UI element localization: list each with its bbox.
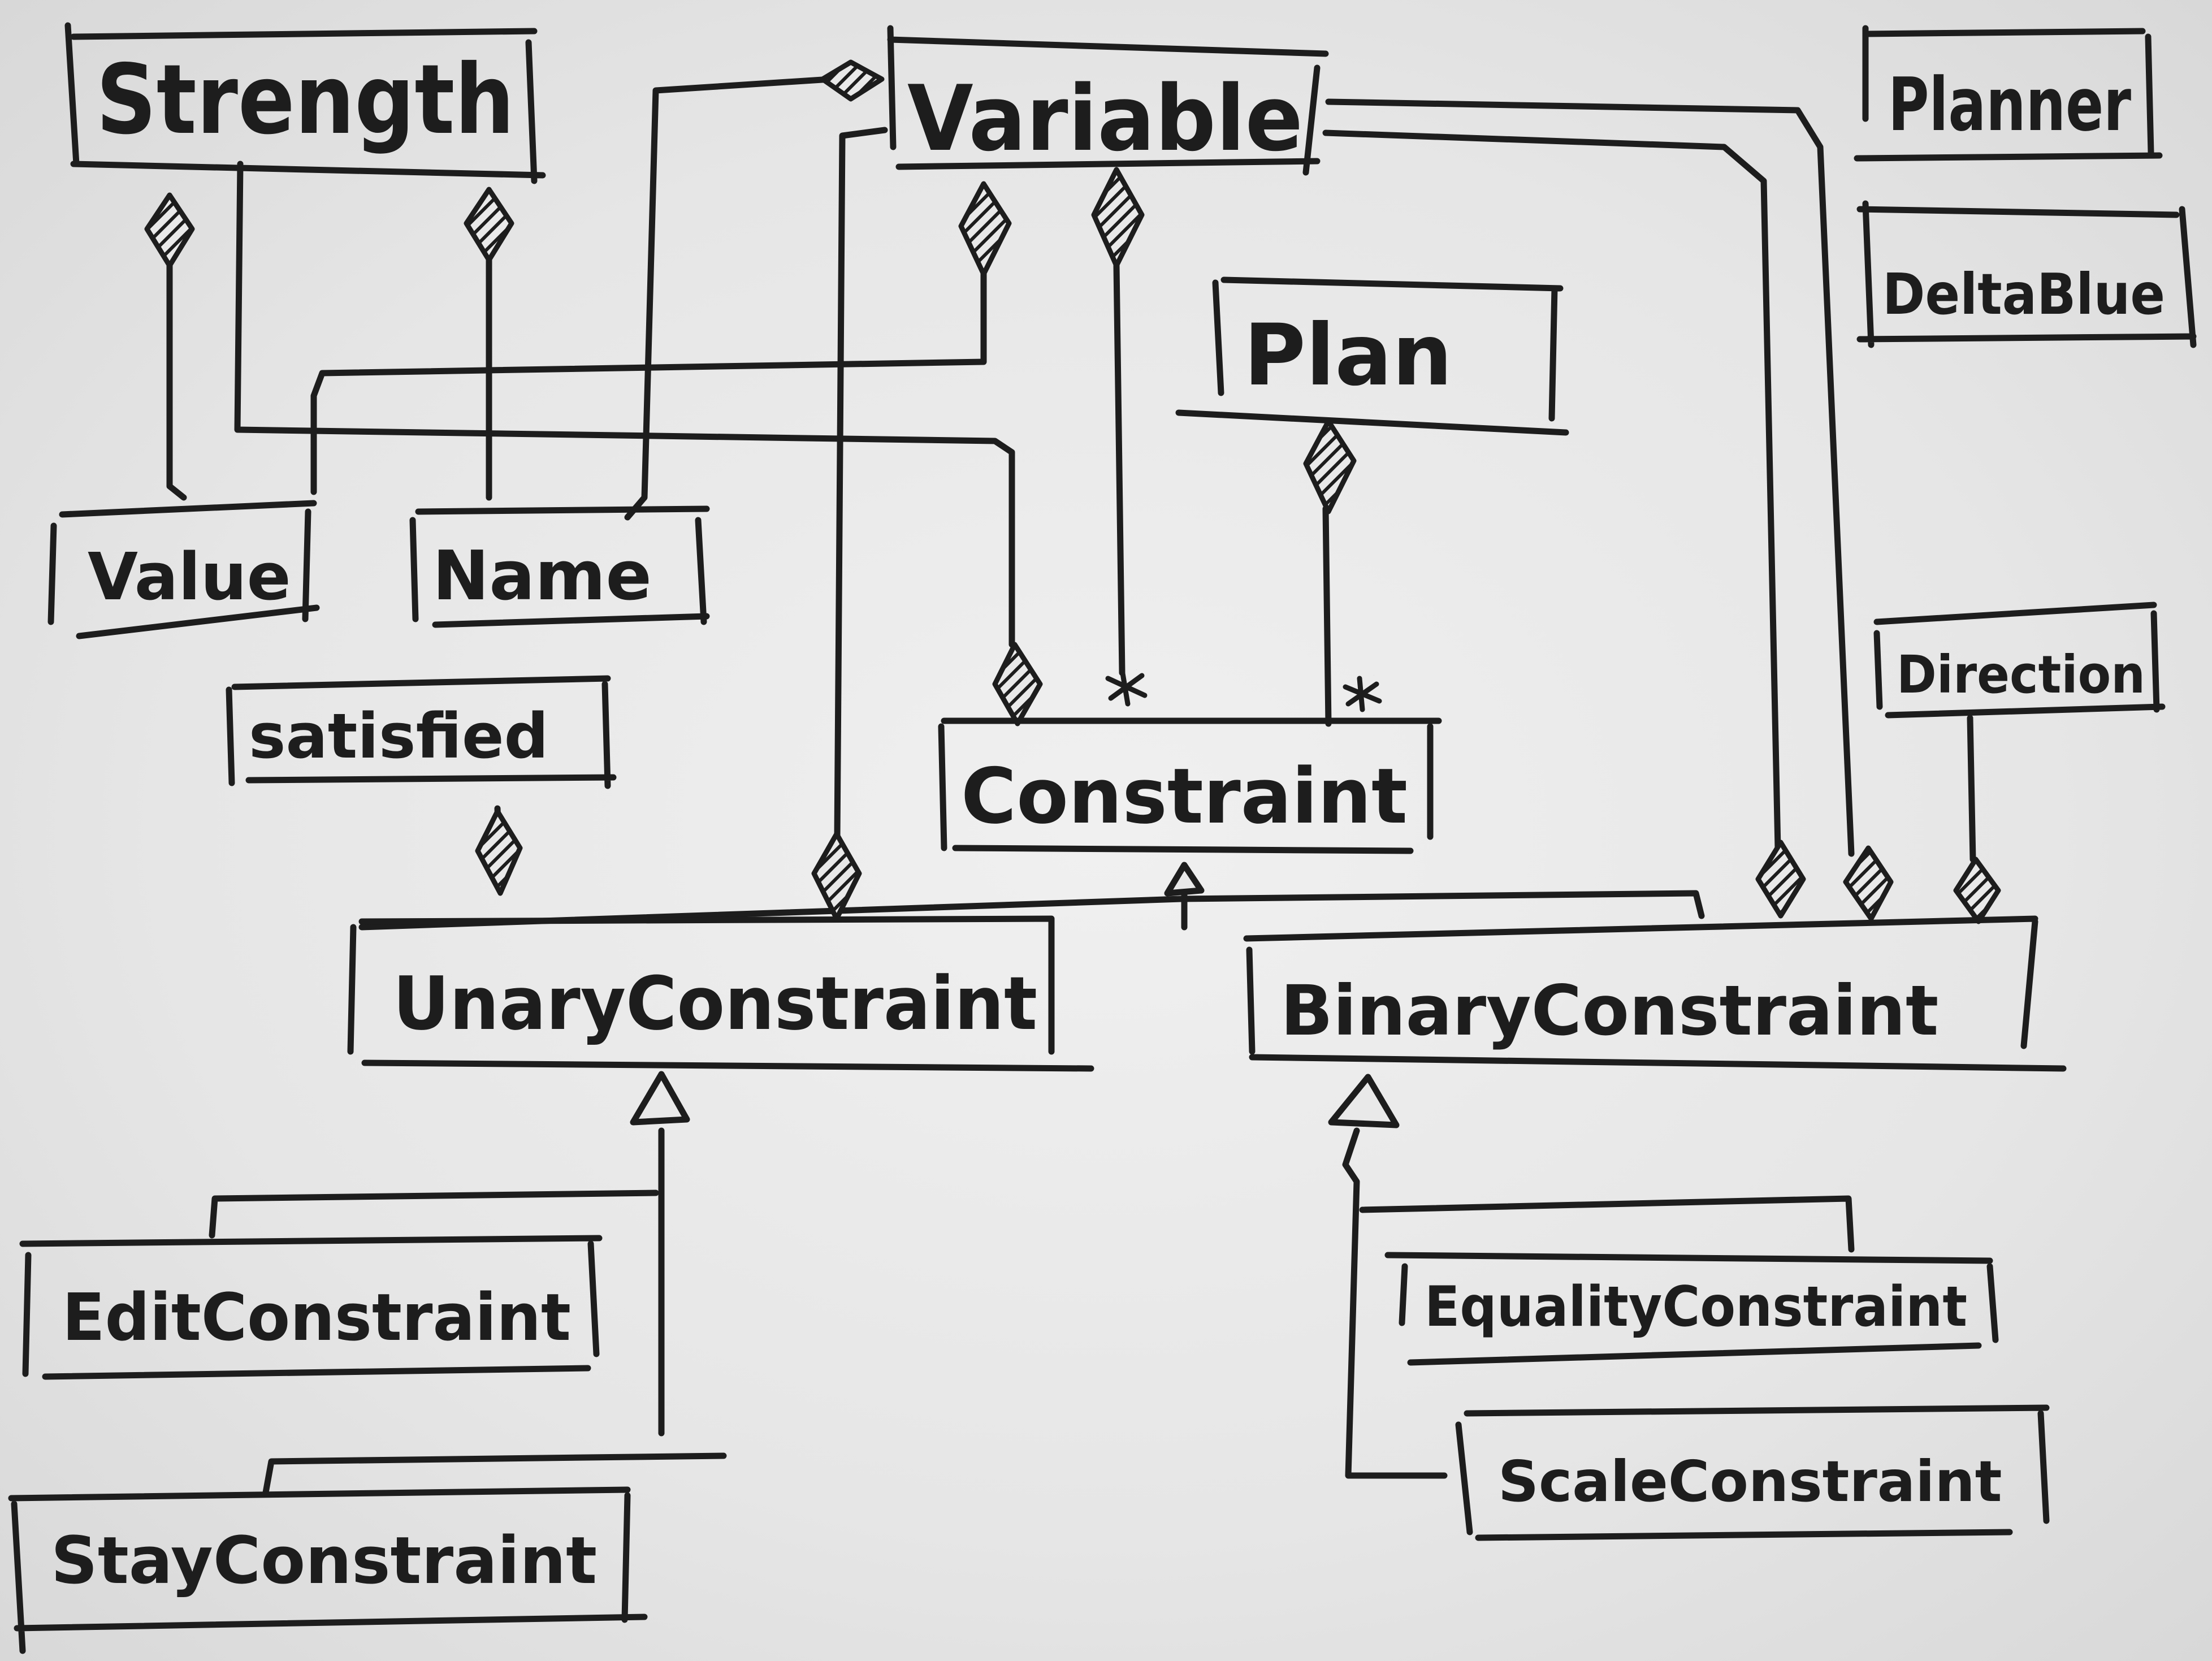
connector-strength-value <box>166 251 187 501</box>
box-constraint <box>938 717 1442 854</box>
diamond-variable-unary <box>811 831 862 922</box>
label-binary-constraint: BinaryConstraint <box>1280 971 1938 1051</box>
connector-binary-equality-branch <box>1359 1195 1855 1253</box>
diamond-satisfied <box>475 808 523 896</box>
connector-variable-unary <box>833 127 888 919</box>
connector-unary-stay-branch <box>262 1452 727 1496</box>
box-stay-constraint <box>8 1486 648 1654</box>
box-satisfied <box>226 675 617 789</box>
box-edit-constraint <box>19 1235 603 1380</box>
box-planner <box>1854 25 2163 162</box>
multiplicity-marks <box>1105 667 1382 712</box>
diamond-direction <box>1953 857 2001 924</box>
multiplicity-labels: * * <box>1136 669 1374 676</box>
generalization-arrows <box>630 862 1400 1128</box>
label-variable: Variable <box>907 66 1303 171</box>
label-scale-constraint: ScaleConstraint <box>1498 1448 2002 1515</box>
box-value <box>47 500 320 639</box>
class-boxes <box>8 22 2197 1654</box>
diamond-strength-value <box>144 192 195 269</box>
label-strength: Strength <box>96 44 514 156</box>
label-stay-constraint: StayConstraint <box>51 1523 597 1599</box>
connector-unary-edit-branch <box>209 1189 659 1239</box>
label-satisfied: satisfied <box>249 700 548 772</box>
diamond-variable-value <box>958 181 1012 277</box>
multiplicity-variable-constraint: * <box>1136 669 1137 671</box>
box-equality-constraint <box>1384 1252 1999 1366</box>
connector-generalization-binary <box>1342 1127 1448 1479</box>
connector-direction-binary <box>1967 715 1976 863</box>
box-variable <box>887 25 1329 176</box>
label-name: Name <box>432 537 652 616</box>
connector-variable-constraint <box>1113 262 1126 676</box>
triangle-binary <box>1328 1074 1400 1128</box>
box-name <box>409 505 710 628</box>
diamond-variable-binary-1 <box>1755 840 1806 919</box>
box-plan <box>1175 276 1569 436</box>
box-direction <box>1873 602 2166 719</box>
diamond-variable-left <box>820 59 885 102</box>
connector-variable-value <box>310 268 987 495</box>
box-deltablue <box>1856 200 2197 348</box>
connector-variable-binary-1 <box>1322 129 1781 851</box>
box-strength <box>64 22 546 184</box>
label-unary-constraint: UnaryConstraint <box>393 961 1037 1046</box>
connector-plan-constraint <box>1322 505 1332 727</box>
label-constraint: Constraint <box>961 752 1408 841</box>
box-scale-constraint <box>1455 1404 2050 1541</box>
connector-generalization-constraint <box>358 890 1705 931</box>
diamond-strength-name <box>464 187 514 263</box>
triangle-constraint <box>1164 862 1205 897</box>
label-edit-constraint: EditConstraint <box>62 1280 571 1356</box>
connector-variable-binary-2 <box>1325 98 1855 857</box>
label-planner: Planner <box>1888 62 2131 148</box>
connector-name-variable <box>624 76 834 521</box>
label-plan: Plan <box>1244 306 1452 405</box>
connector-strength-constraint <box>234 161 1015 648</box>
label-value: Value <box>88 539 291 615</box>
triangle-unary <box>630 1071 690 1126</box>
diamond-strength-constraint <box>992 642 1043 726</box>
diamond-variable-binary-2 <box>1843 845 1894 922</box>
diamond-variable-constraint <box>1091 167 1145 269</box>
label-equality-constraint: EqualityConstraint <box>1425 1275 1967 1339</box>
diamond-plan <box>1303 418 1357 514</box>
class-labels: Strength Variable Planner DeltaBlue Plan… <box>51 44 2165 1599</box>
box-binary-constraint <box>1243 915 2067 1072</box>
box-unary-constraint <box>347 915 1094 1072</box>
label-deltablue: DeltaBlue <box>1882 261 2165 327</box>
label-direction: Direction <box>1897 644 2145 705</box>
composition-diamonds <box>144 59 2001 924</box>
